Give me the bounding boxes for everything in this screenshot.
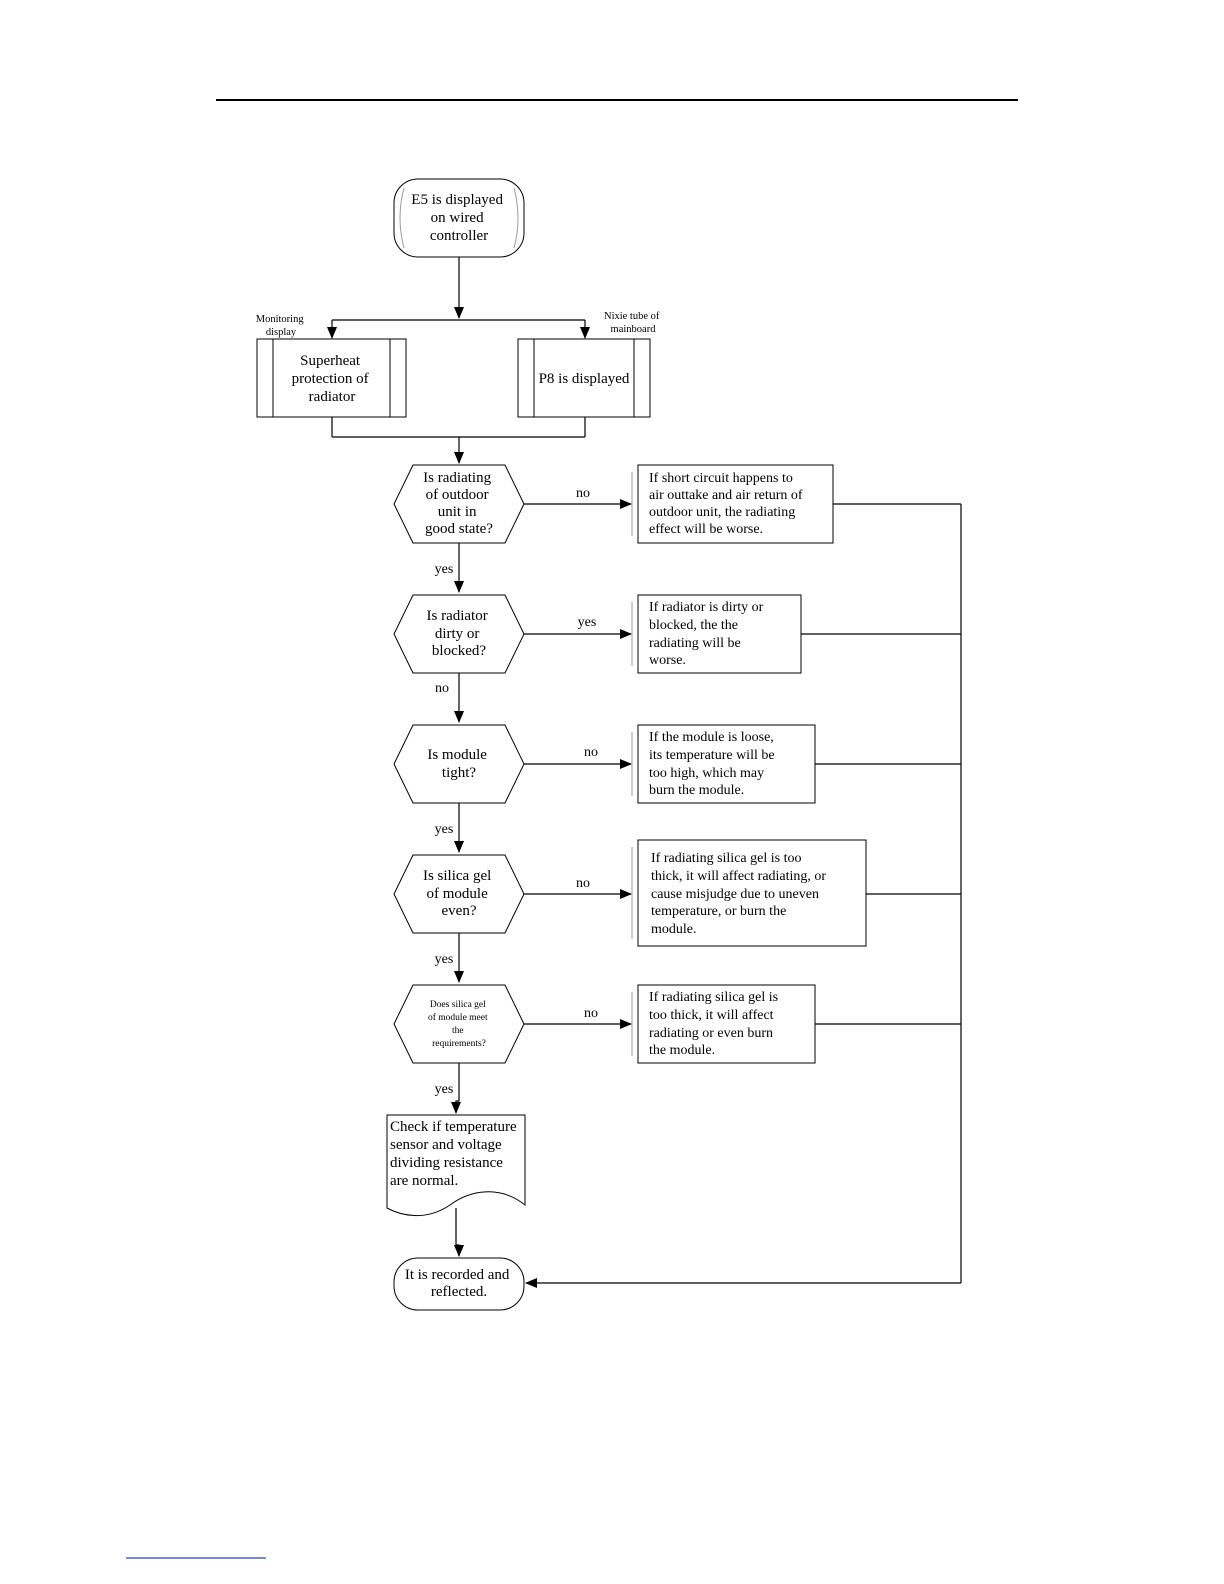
branch-right-label: Nixie tube of mainboard	[604, 311, 662, 335]
left-box-line-1: Superheat	[300, 353, 361, 369]
decision-4-down-label: yes	[435, 952, 454, 967]
svg-text:Check if temperature se: Check if temperature sensor and voltage …	[390, 1119, 520, 1189]
left-box-line-3: radiator	[309, 389, 356, 405]
svg-text:Is radiator dirty or: Is radiator dirty or blocked?	[427, 608, 492, 659]
end-terminator: It is recorded and reflected.	[393, 1257, 525, 1311]
decision-5-down-label: yes	[435, 1082, 454, 1097]
start-line-3: controller	[430, 228, 488, 244]
document-box: Check if temperature sensor and voltage …	[386, 1114, 526, 1217]
decision-3-down-label: yes	[435, 822, 454, 837]
svg-text:If radiator is dirty or: If radiator is dirty or blocked, the the…	[649, 600, 767, 668]
decision-5: Does silica gel of module meet the requi…	[393, 984, 525, 1064]
svg-text:Superheat protection of: Superheat protection of radiator	[292, 353, 373, 405]
svg-text:Does silica gel of modul: Does silica gel of module meet the requi…	[428, 1000, 490, 1049]
decision-1-right-label: no	[576, 486, 590, 501]
document-down-arrow	[454, 1208, 464, 1257]
start-line-1: E5 is displayed	[411, 192, 503, 208]
decision-2: Is radiator dirty or blocked?	[393, 594, 525, 674]
left-process-box: Superheat protection of radiator	[256, 338, 407, 418]
svg-text:It is recorded and refle: It is recorded and reflected.	[405, 1267, 513, 1300]
left-box-line-2: protection of	[292, 371, 369, 387]
decision-1: Is radiating of outdoor unit in good sta…	[393, 464, 525, 544]
right-process-box: P8 is displayed	[517, 338, 651, 418]
note-4: If radiating silica gel is too thick, it…	[631, 839, 867, 947]
note-1: If short circuit happens to air outtake …	[631, 464, 834, 544]
note-2: If radiator is dirty or blocked, the the…	[631, 594, 802, 674]
decision-4: Is silica gel of module even?	[393, 854, 525, 934]
svg-text:If the module is loose,: If the module is loose, its temperature …	[649, 730, 778, 798]
branch-left-label: Monitoring display	[256, 314, 306, 338]
svg-text:If short circuit happens to: If short circuit happens to air outtake …	[649, 471, 806, 537]
decision-2-down-label: no	[435, 681, 449, 696]
svg-text:Is module tight?: Is module tight?	[427, 747, 490, 781]
svg-text:If radiating silica gel is too: If radiating silica gel is too thick, it…	[651, 851, 830, 937]
svg-text:P8 is displayed: P8 is displayed	[539, 371, 630, 387]
svg-text:E5 is displayed on wired: E5 is displayed on wired controller	[411, 192, 506, 244]
decision-1-down-label: yes	[435, 562, 454, 577]
start-line-2: on wired	[431, 210, 484, 226]
note-3: If the module is loose, its temperature …	[631, 724, 816, 804]
decision-2-right-label: yes	[578, 615, 597, 630]
note-5: If radiating silica gel is too thick, it…	[631, 984, 816, 1064]
decision-4-right-label: no	[576, 876, 590, 891]
start-terminator: E5 is displayed on wired controller	[393, 178, 525, 258]
decision-3-right-label: no	[584, 745, 598, 760]
svg-text:Is silica gel of module: Is silica gel of module even?	[423, 868, 495, 919]
decision-5-right-label: no	[584, 1006, 598, 1021]
svg-text:If radiating silica gel is: If radiating silica gel is too thick, it…	[649, 990, 782, 1058]
decision-3: Is module tight?	[393, 724, 525, 804]
right-box-line-1: P8 is displayed	[539, 371, 630, 387]
decision-5-down-arrow	[451, 1063, 461, 1114]
svg-text:Is radiating of outdoor: Is radiating of outdoor unit in good sta…	[423, 470, 495, 537]
